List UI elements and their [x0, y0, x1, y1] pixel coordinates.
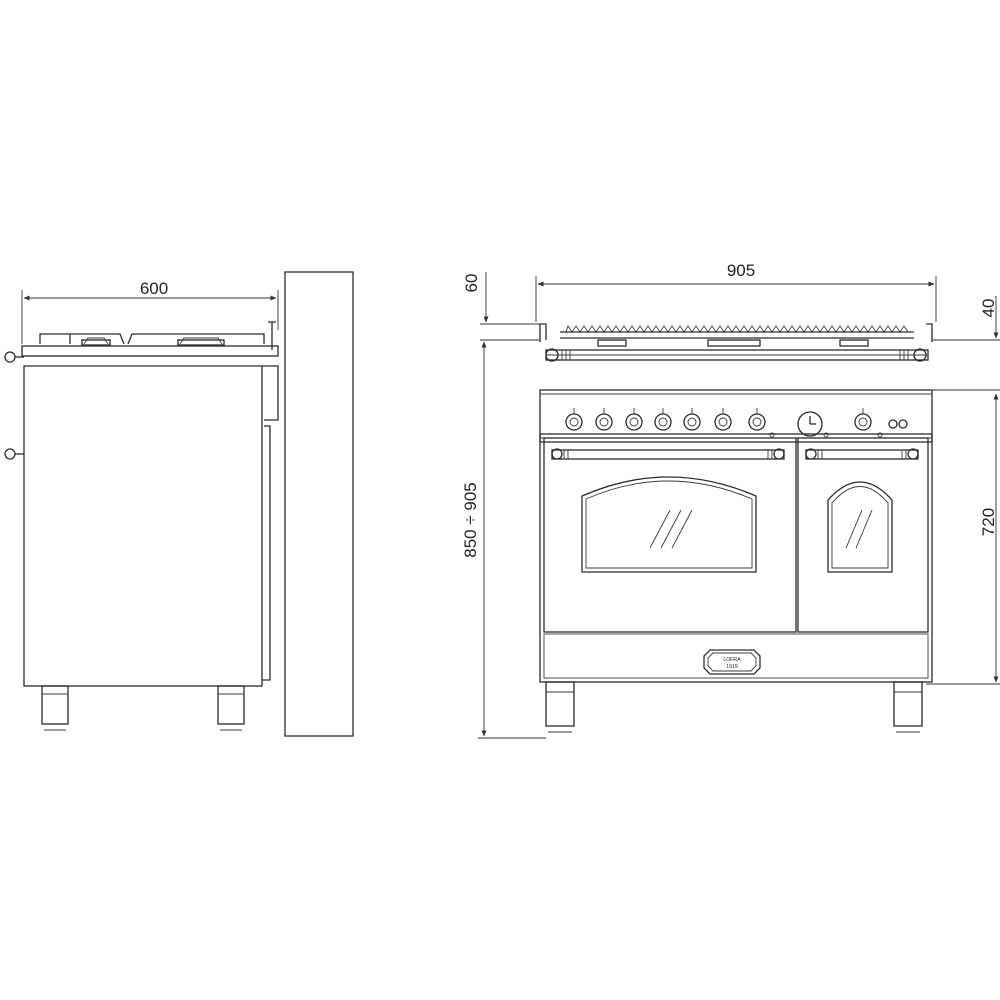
- knob: [654, 408, 672, 431]
- knob: [854, 408, 872, 431]
- front-burner-grid: [539, 323, 933, 347]
- indicator-light: [877, 432, 883, 438]
- dim-top-depth: 40: [979, 299, 998, 318]
- dim-overall-height: 850 ÷ 905: [461, 482, 480, 558]
- main-oven-door: [543, 437, 797, 633]
- front-foot-right: [893, 681, 923, 727]
- main-oven-window: [581, 476, 757, 573]
- side-view: 600: [4, 271, 354, 737]
- dim-body-height: 720: [979, 508, 998, 536]
- clock-icon: [797, 411, 823, 437]
- dim-worktop-offset: 60: [462, 274, 481, 293]
- front-foot-left: [545, 681, 575, 727]
- side-oven-window: [827, 481, 893, 573]
- wall-hatch: [284, 271, 354, 737]
- brand-logo-text: LOFRA: [723, 657, 741, 663]
- dim-front-width: 905: [727, 261, 755, 280]
- knob: [714, 408, 732, 431]
- side-worktop: [21, 345, 279, 357]
- front-towel-rail: [545, 348, 929, 362]
- control-panel: [539, 389, 933, 443]
- brand-plate: LOFRA 1919: [703, 649, 761, 675]
- brand-logo-sub: 1919: [726, 664, 738, 670]
- knob-row: [565, 408, 908, 438]
- side-body: [23, 365, 263, 687]
- oven-body: [539, 433, 933, 683]
- knob: [565, 408, 583, 431]
- knob: [595, 408, 613, 431]
- side-foot-back: [217, 685, 245, 725]
- indicator-light: [769, 432, 775, 438]
- side-foot-front: [41, 685, 69, 725]
- side-knob: [4, 351, 24, 363]
- dim-side-depth: 600: [140, 279, 168, 298]
- switch-buttons: [888, 419, 908, 429]
- front-view: LOFRA 1919 905 60 40 850 ÷ 905 720: [461, 261, 1000, 739]
- side-oven-handle: [805, 448, 919, 460]
- side-burner-grid: [39, 321, 276, 350]
- main-oven-handle: [551, 448, 785, 460]
- knob: [748, 408, 766, 431]
- side-oven-door: [797, 437, 929, 633]
- side-handle: [4, 448, 24, 460]
- knob: [683, 408, 701, 431]
- knob: [625, 408, 643, 431]
